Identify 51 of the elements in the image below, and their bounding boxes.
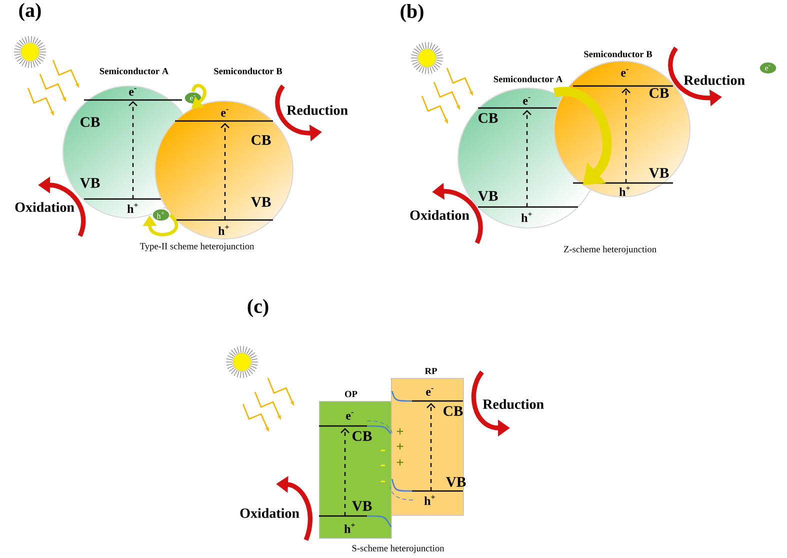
charge-sign: - [380,480,386,482]
caption: Type-II scheme heterojunction [140,242,254,252]
band-label: VB [80,178,100,188]
heading-label: Semiconductor A [494,76,563,82]
band-label: CB [650,88,669,98]
charge-bubble: h$^{+}$ [152,208,170,222]
process-label: Reduction [286,105,348,115]
charge-label: h$^{+}$ [218,225,229,235]
process-label: Oxidation [15,202,74,212]
band-label: CB [80,117,100,127]
panel-label: (b) [400,4,424,22]
band-label: VB [649,168,669,178]
band-label: VB [446,477,466,487]
charge-label: e$^{-}$ [621,69,628,77]
charge-sign: - [380,450,386,452]
charge-label: h$^{+}$ [424,495,435,505]
heading-label: Semiconductor A [100,68,169,74]
charge-label: e$^{-}$ [426,388,434,396]
heading-label: Semiconductor B [214,68,282,74]
band-label: VB [478,191,498,201]
caption: S-scheme heterojunction [352,544,444,554]
charge-sign: + [396,428,404,434]
charge-label: h$^{+}$ [619,186,630,196]
process-label: Oxidation [410,210,470,220]
band-label: CB [352,431,372,441]
band-label: VB [352,501,372,511]
process-label: Reduction [684,75,745,85]
process-label: Reduction [482,399,544,409]
charge-sign: + [396,443,404,450]
charge-label: e$^{-}$ [523,97,530,105]
heading-label: Semiconductor B [584,50,652,58]
charge-sign: - [380,464,386,466]
panel-label: (a) [19,2,41,22]
panel-label: (c) [248,298,268,318]
heading-label: OP [345,390,358,398]
band-label: CB [444,406,463,416]
heading-label: RP [424,368,437,374]
charge-label: h$^{+}$ [127,203,138,213]
caption: Z-scheme heterojunction [564,246,656,254]
charge-sign: + [396,459,404,466]
transfer-arrow [142,214,178,236]
charge-label: h$^{+}$ [344,523,355,533]
charge-bubble: e$^{-}$ [758,61,778,75]
charge-label: e$^{-}$ [129,88,136,96]
band-label: VB [250,197,271,207]
process-label: Oxidation [240,508,300,518]
band-label: CB [252,135,271,145]
charge-label: h$^{+}$ [521,212,532,222]
charge-label: e$^{-}$ [221,109,228,117]
charge-label: e$^{-}$ [346,412,354,420]
band-label: CB [478,113,498,123]
